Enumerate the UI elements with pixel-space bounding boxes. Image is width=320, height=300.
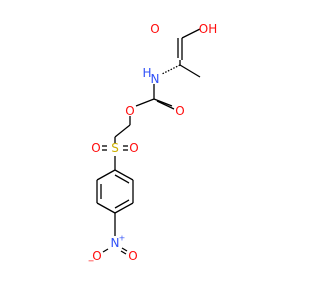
atom-label-nitro-oxygen-left: O (92, 249, 101, 263)
ring-inner-bond-1 (114, 174, 130, 184)
ring-bond-3 (114, 202, 134, 214)
atom-label-carboxyl-oxygen: O (150, 22, 159, 36)
bond-carbonyl-o-double (156, 100, 175, 110)
atom-label-ester-oxygen: O (125, 104, 134, 118)
ring-bond-6 (96, 169, 116, 181)
bond-n-o-left (102, 248, 109, 253)
bond-carbonyl-o (153, 98, 173, 107)
atom-labels: OH O N H O O S O O N O O + − (88, 22, 218, 266)
atom-label-sulfonyl-oxygen-right: O (129, 141, 138, 155)
bond-carbonyl-oester (135, 98, 155, 107)
atom-label-amine-nitrogen: N (151, 72, 160, 86)
ring-bond-1 (114, 169, 134, 181)
atom-label-sulfonyl-oxygen-left: O (91, 141, 100, 155)
bond-ch2-ch2 (114, 124, 131, 138)
bond-alpha-methyl (179, 64, 201, 78)
ring-bond-4 (96, 202, 116, 214)
bond-c-oh (181, 28, 201, 39)
bond-lines (96, 28, 201, 255)
atom-label-nitro-oxygen-right: O (128, 249, 137, 263)
atom-label-nitro-nitrogen: N (111, 236, 120, 250)
atom-label-amine-hydrogen: H (142, 66, 151, 80)
bond-alpha-n (161, 64, 181, 75)
atom-label-carbonyl-oxygen: O (175, 104, 184, 118)
ring-inner-bond-2 (114, 199, 130, 209)
charge-label-negative: − (88, 257, 95, 266)
charge-label-positive: + (119, 234, 126, 243)
bond-n-o-right-a (121, 247, 128, 252)
bond-n-o-right-b (120, 250, 127, 255)
chemical-structure-diagram: OH O N H O O S O O N O O + − (88, 22, 218, 266)
atom-label-hydroxyl: OH (199, 22, 217, 36)
atom-label-sulfur: S (111, 141, 119, 155)
